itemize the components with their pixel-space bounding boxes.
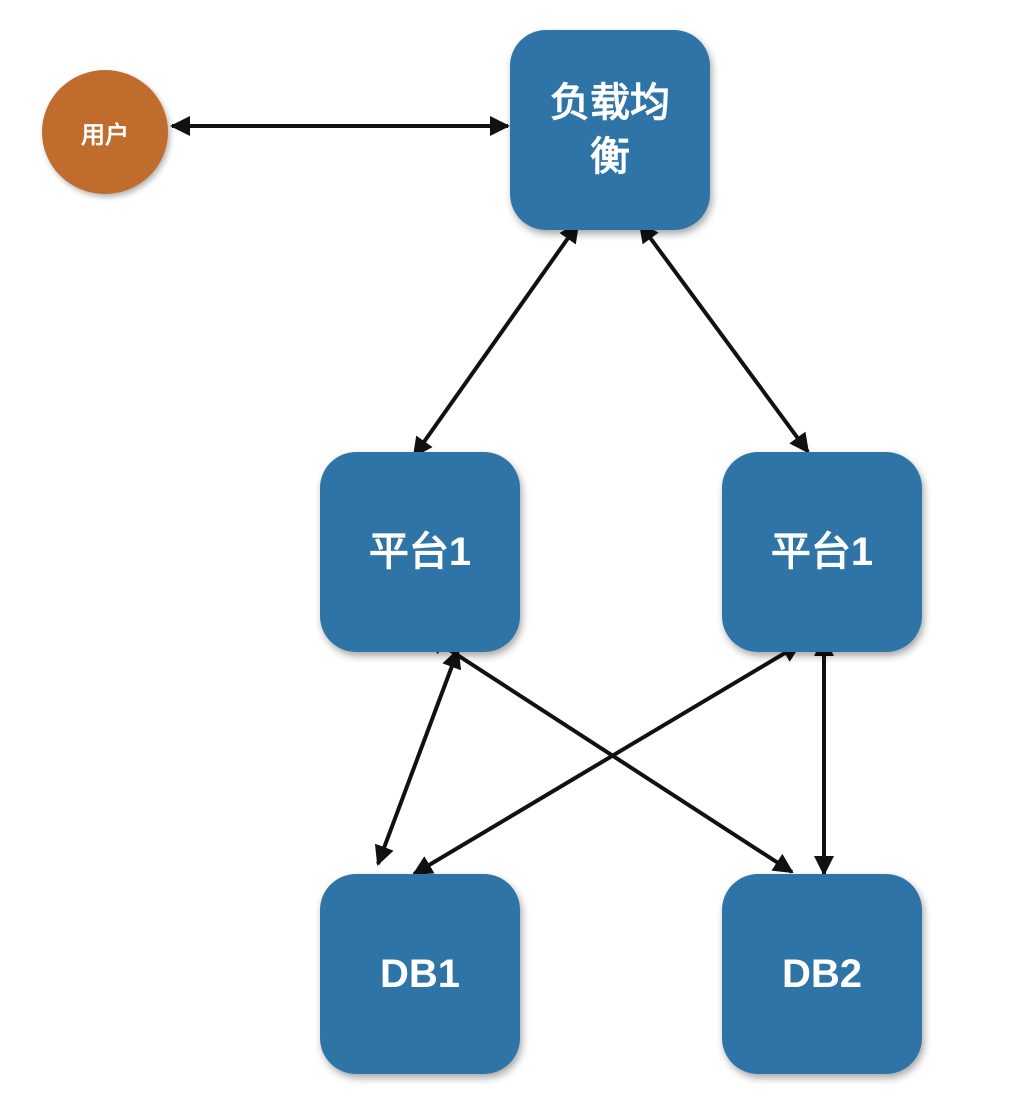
- edge-platform-left-db1: [374, 648, 462, 866]
- platform-right-node: 平台1: [722, 452, 922, 652]
- edge-platform-right-db1: [412, 642, 802, 876]
- edge-load-balancer-platform-right: [638, 222, 810, 454]
- platform-left-node: 平台1: [320, 452, 520, 652]
- platform-right-label: 平台1: [770, 530, 874, 574]
- db1-node: DB1: [320, 874, 520, 1074]
- edge-platform-left-db2: [426, 634, 794, 874]
- db1-label: DB1: [379, 952, 461, 996]
- db2-label: DB2: [781, 952, 863, 996]
- load-balancer-label: 负载均衡: [550, 81, 670, 179]
- platform-left-label: 平台1: [368, 530, 472, 574]
- load-balancer-node: 负载均衡: [510, 30, 710, 230]
- edge-load-balancer-platform-left: [412, 222, 580, 458]
- db2-node: DB2: [722, 874, 922, 1074]
- user-node: 用户: [42, 70, 168, 194]
- user-label: 用户: [81, 121, 129, 149]
